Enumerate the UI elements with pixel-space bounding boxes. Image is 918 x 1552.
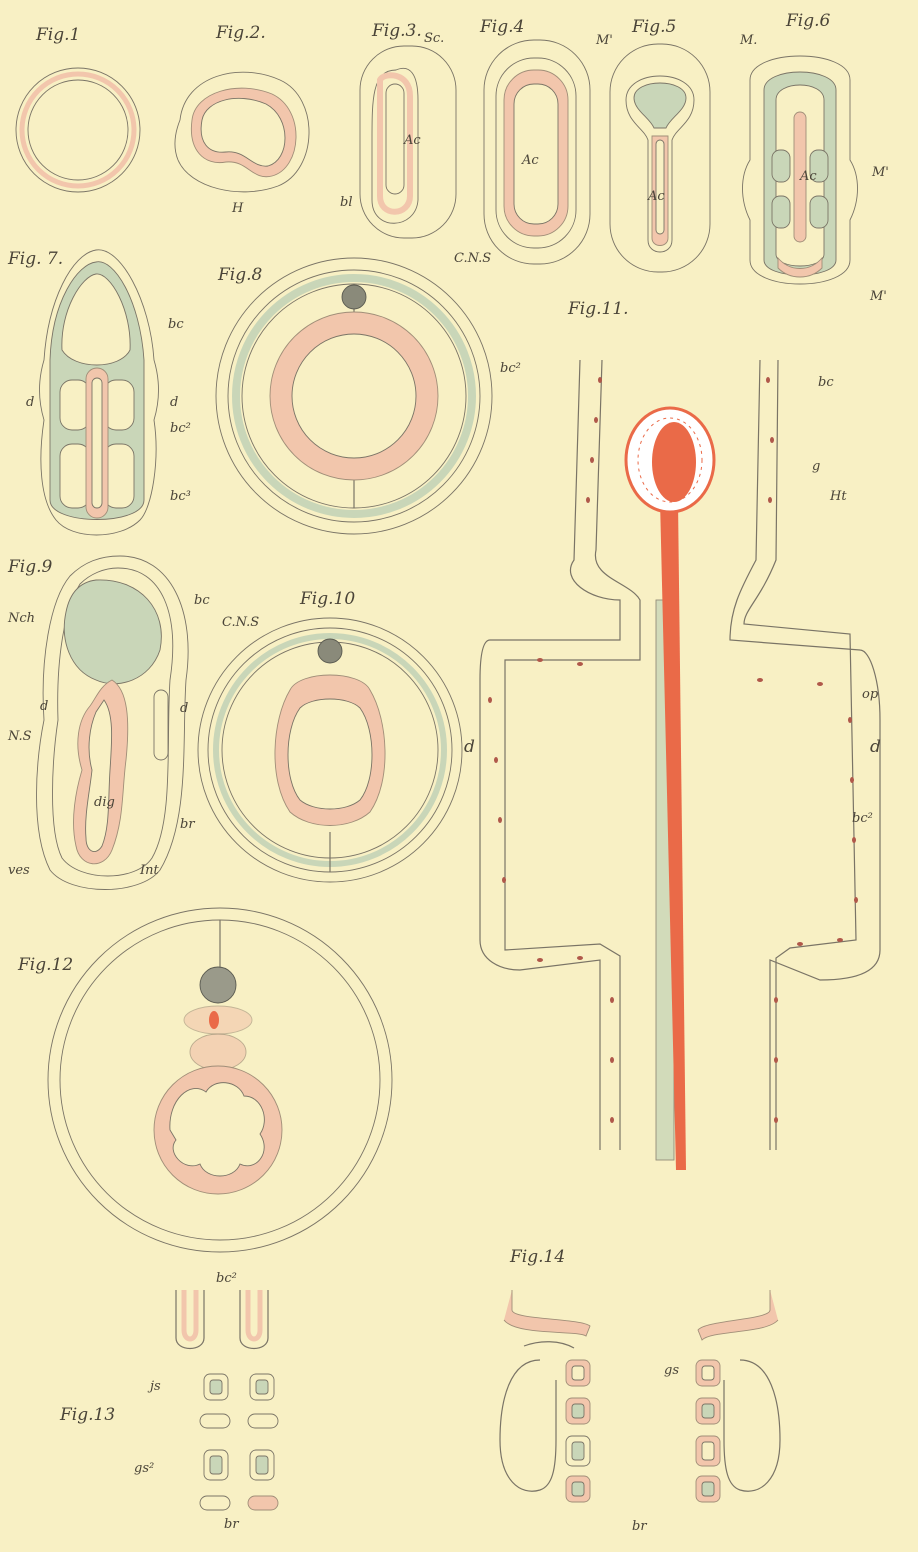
fig9-ves: ves: [8, 863, 30, 878]
fig7-drawing: [40, 250, 159, 535]
fig9-d-right: d: [180, 701, 188, 716]
fig9-d-left: d: [40, 699, 48, 714]
fig12-drawing: [48, 908, 392, 1252]
fig2-label: Fig.2.: [215, 23, 266, 43]
fig9-label: Fig.9: [7, 557, 53, 577]
fig10-CNS: C.N.S: [222, 615, 259, 630]
fig13-label: Fig.13: [59, 1405, 115, 1425]
fig4-Ac: Ac: [521, 153, 539, 168]
fig4-drawing: [484, 40, 590, 264]
fig9-dig: dig: [94, 795, 115, 810]
fig14-label: Fig.14: [509, 1247, 565, 1267]
fig7-d-left: d: [26, 395, 34, 410]
fig7-bc: bc: [168, 317, 184, 332]
fig11-g: g: [812, 459, 820, 474]
fig11-drawing: [480, 360, 880, 1170]
fig11-bc2: bc²: [852, 811, 873, 826]
fig13-br: br: [224, 1517, 239, 1532]
fig9-NS: N.S: [7, 729, 32, 744]
fig3-bl: bl: [340, 195, 352, 210]
fig9-bc: bc: [194, 593, 210, 608]
fig5-Ac: Ac: [647, 189, 665, 204]
fig11-label: Fig.11.: [567, 299, 629, 319]
fig6-Ac: Ac: [799, 169, 817, 184]
fig3-Ac: Ac: [403, 133, 421, 148]
fig7-label: Fig. 7.: [7, 249, 63, 269]
fig13-gs2: gs²: [134, 1461, 154, 1476]
fig8-CNS: C.N.S: [454, 251, 491, 266]
fig11-bc: bc: [818, 375, 834, 390]
fig9-drawing: [37, 556, 189, 890]
fig6-Mprime-b: M': [869, 289, 887, 304]
fig11-d-right: d: [870, 737, 881, 757]
fig13-bc2: bc²: [216, 1271, 237, 1286]
fig13-js: js: [147, 1379, 161, 1394]
fig9-Nch: Nch: [7, 611, 35, 626]
fig12-label: Fig.12: [17, 955, 73, 975]
fig10-label: Fig.10: [299, 589, 355, 609]
fig5-label: Fig.5: [631, 17, 676, 37]
fig14-gs: gs: [664, 1363, 679, 1378]
fig11-op: op: [862, 687, 879, 702]
fig1-label: Fig.1: [35, 25, 80, 45]
fig14-br: br: [632, 1519, 647, 1534]
fig11-Ht: Ht: [829, 489, 847, 504]
fig8-drawing: [216, 258, 492, 534]
fig2-H: H: [231, 201, 244, 216]
fig10-drawing: [198, 618, 462, 882]
fig8-label: Fig.8: [217, 265, 263, 285]
fig3-Sc: Sc.: [424, 31, 444, 46]
fig9-br: br: [180, 817, 195, 832]
fig6-Mprime-a: M': [871, 165, 889, 180]
fig3-label: Fig.3.: [371, 21, 422, 41]
fig7-bc3: bc³: [170, 489, 191, 504]
fig13-drawing: [176, 1290, 278, 1510]
fig7-bc2: bc²: [170, 421, 191, 436]
fig14-drawing: [500, 1290, 780, 1502]
fig2-drawing: [175, 72, 309, 192]
fig5-drawing: [610, 44, 710, 272]
fig9-Int: Int: [139, 863, 160, 878]
fig7-d-right: d: [170, 395, 178, 410]
fig6-label: Fig.6: [785, 11, 831, 31]
fig11-d-left: d: [464, 737, 475, 757]
fig4-label: Fig.4: [479, 17, 524, 37]
fig6-M: M.: [739, 33, 757, 48]
fig5-Mprime: M': [595, 33, 613, 48]
fig1-drawing: [16, 68, 140, 192]
fig8-bc2: bc²: [500, 361, 521, 376]
